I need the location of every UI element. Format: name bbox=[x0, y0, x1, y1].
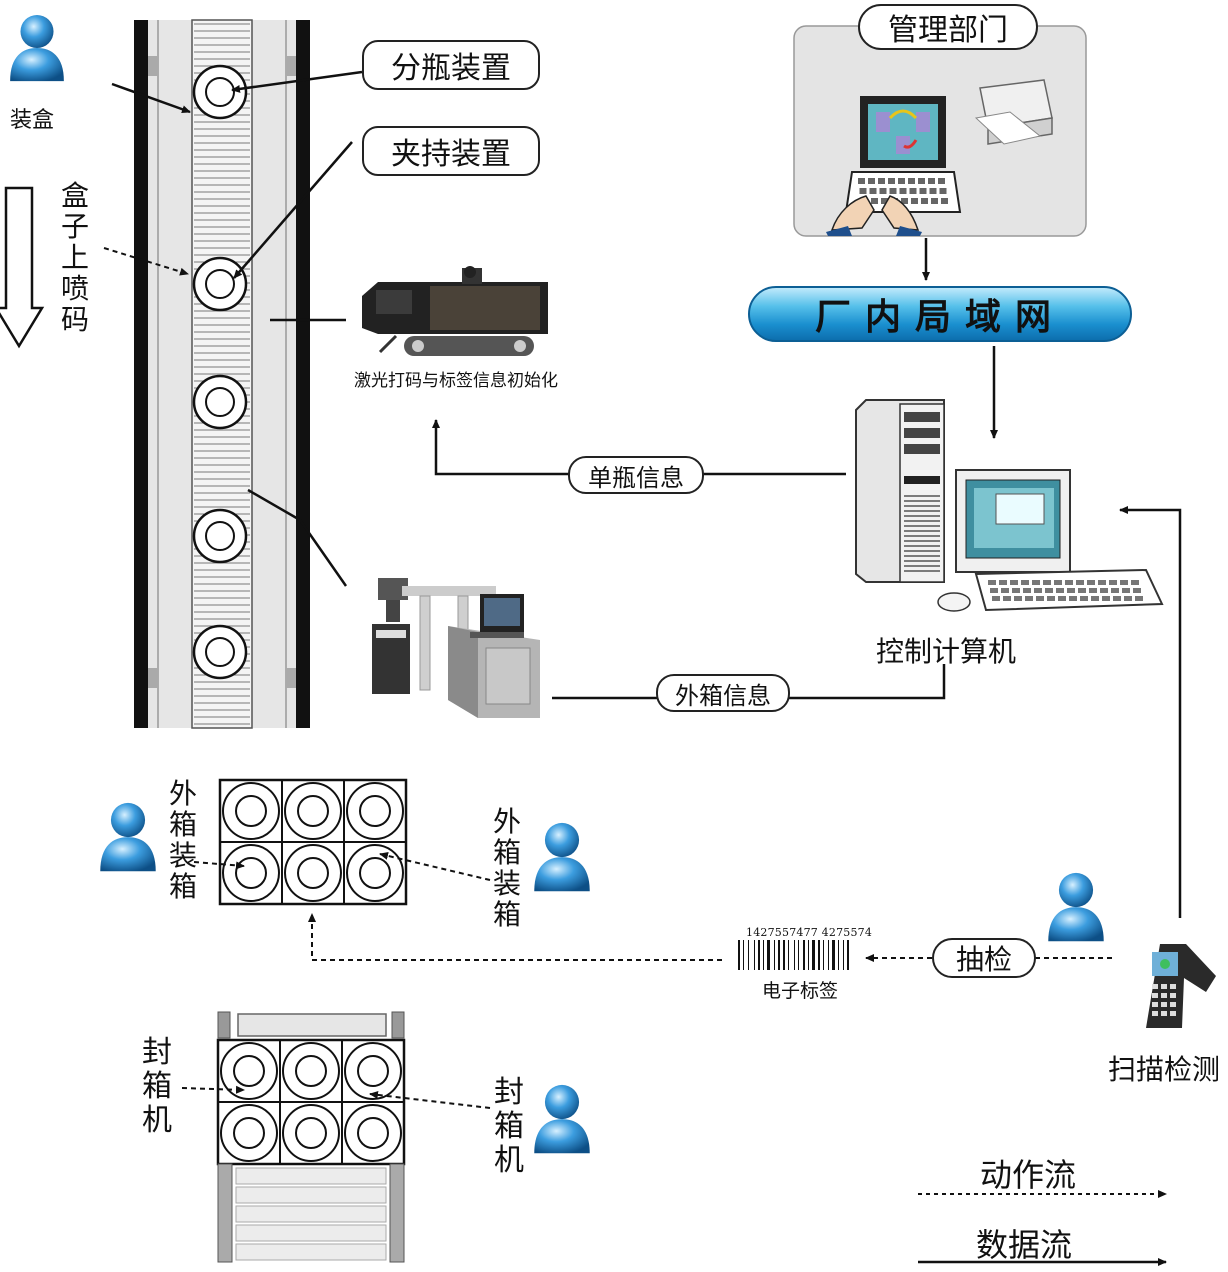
sampling-label: 抽检 bbox=[932, 938, 1036, 978]
clamping-device-label: 夹持装置 bbox=[362, 126, 540, 176]
box-printing-arrow bbox=[103, 247, 189, 276]
down-arrow bbox=[0, 186, 45, 349]
outer-box-info-label: 外箱信息 bbox=[656, 674, 790, 712]
bottle bbox=[192, 64, 248, 120]
outer-box-packing-right-label: 外箱装箱 bbox=[492, 805, 521, 931]
laser-marking-machine-icon bbox=[372, 578, 540, 718]
printer-icon bbox=[974, 79, 1053, 145]
sealer-right-arrow bbox=[369, 1090, 491, 1109]
outer-box-right-arrow bbox=[379, 851, 491, 881]
computer-icon bbox=[937, 469, 1164, 612]
box-printing-label: 盒子上喷码 bbox=[60, 179, 89, 336]
electronic-label-label: 电子标签 bbox=[762, 980, 839, 1002]
legend-action-flow: 动作流 bbox=[980, 1156, 1077, 1194]
bottle bbox=[192, 508, 248, 564]
sealer-left-arrow bbox=[181, 1085, 245, 1094]
management-label: 管理部门 bbox=[858, 4, 1038, 50]
conveyor bbox=[134, 19, 310, 729]
outer-box-packing-left-label: 外箱装箱 bbox=[168, 777, 197, 903]
clamping-callout bbox=[233, 141, 353, 279]
person-icon bbox=[534, 822, 590, 892]
legend-data-flow: 数据流 bbox=[976, 1226, 1073, 1264]
single-bottle-info-flow bbox=[432, 419, 846, 476]
person-icon bbox=[1048, 872, 1104, 942]
laser-coder-icon bbox=[362, 266, 548, 356]
single-bottle-info-label: 单瓶信息 bbox=[568, 456, 704, 494]
bottle-splitter-label: 分瓶装置 bbox=[362, 40, 540, 90]
sealing-machine bbox=[216, 1011, 406, 1263]
scan-detect-label: 扫描检测 bbox=[1108, 1053, 1221, 1086]
bottle bbox=[192, 374, 248, 430]
outer-box-grid bbox=[218, 778, 408, 906]
marking-machine-link bbox=[247, 488, 348, 587]
sealer-left-label: 封箱机 bbox=[142, 1035, 172, 1138]
bottle bbox=[192, 256, 248, 312]
barcode-number: 1427557477 4275574 bbox=[746, 926, 873, 939]
sampling-to-box-flow bbox=[308, 913, 722, 961]
scan-data-flow bbox=[1119, 506, 1182, 918]
handheld-scanner-icon bbox=[1146, 944, 1216, 1028]
computer-icon bbox=[826, 96, 962, 236]
control-computer-label: 控制计算机 bbox=[876, 635, 1017, 668]
box-packing-label: 装盒 bbox=[10, 108, 55, 133]
bottle bbox=[192, 624, 248, 680]
sealer-right-label: 封箱机 bbox=[494, 1075, 524, 1178]
person-icon bbox=[534, 1084, 590, 1154]
lan-label: 厂内局域网 bbox=[748, 286, 1132, 342]
person-icon bbox=[10, 14, 64, 82]
box-packing-arrow bbox=[111, 82, 191, 114]
splitter-callout bbox=[231, 70, 363, 93]
laser-init-label: 激光打码与标签信息初始化 bbox=[354, 371, 558, 391]
server-icon bbox=[855, 399, 945, 583]
person-icon bbox=[100, 802, 156, 872]
barcode-icon bbox=[738, 940, 849, 970]
